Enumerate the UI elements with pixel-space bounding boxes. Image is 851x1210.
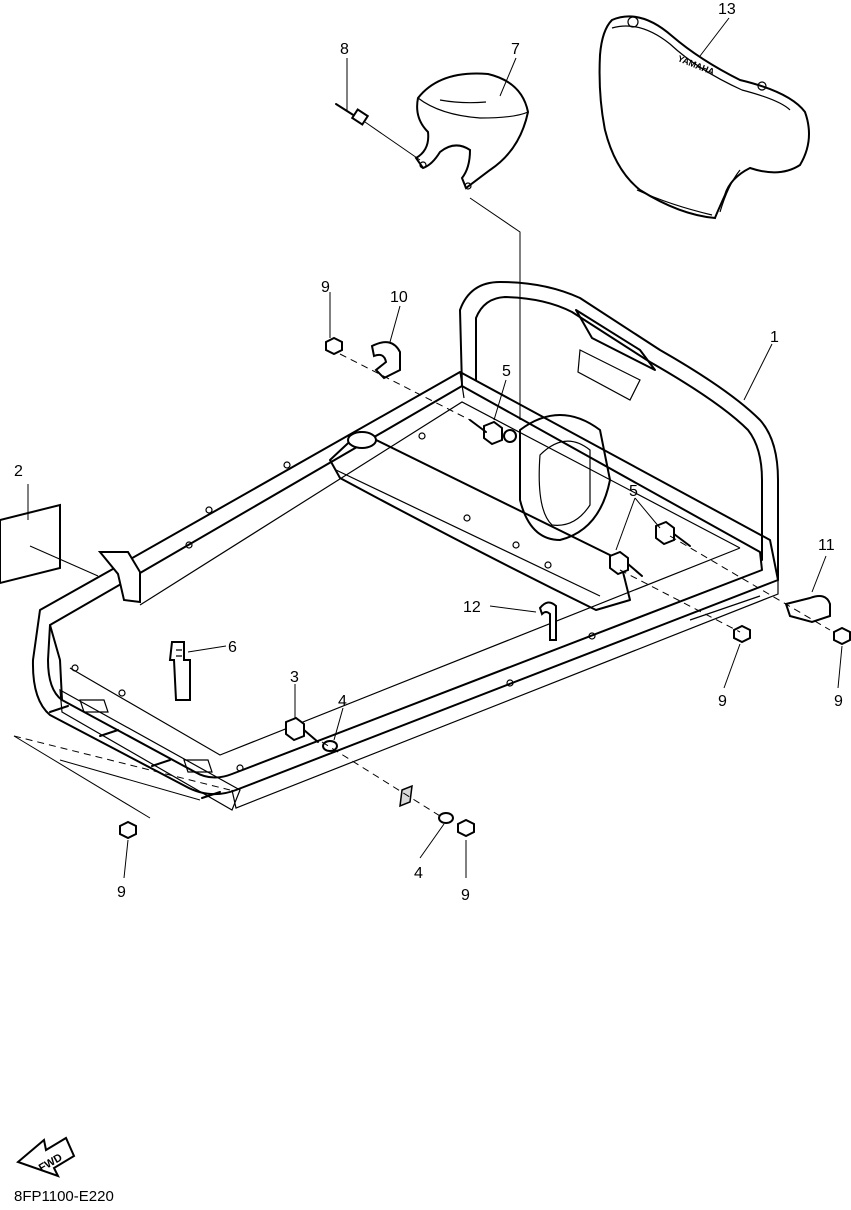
callout-4a: 4: [338, 693, 347, 710]
callout-9c: 9: [834, 693, 843, 710]
nut-part-9c: [833, 626, 851, 646]
seat-cover-part-13: YAMAHA: [598, 15, 810, 220]
nut-part-9d: [119, 820, 137, 840]
fwd-arrow-icon: FWD: [16, 1136, 76, 1178]
washer-part-4b: [438, 812, 454, 824]
bolt-part-5b: [655, 520, 691, 547]
callout-12: 12: [463, 599, 481, 616]
clip-part-6: [168, 641, 191, 701]
nut-part-9e: [457, 818, 475, 838]
nut-part-9b: [733, 624, 751, 644]
callout-8: 8: [340, 41, 349, 58]
clamp-part-12: [538, 601, 557, 641]
callout-9b: 9: [718, 693, 727, 710]
callout-9a: 9: [321, 279, 330, 296]
drawing-code: 8FP1100-E220: [14, 1188, 114, 1205]
callout-5a: 5: [502, 363, 511, 380]
decal-part-2: [0, 503, 99, 585]
callout-9e: 9: [461, 887, 470, 904]
callout-2: 2: [14, 463, 23, 480]
leader-lines: [13, 17, 843, 879]
nut-part-9a: [325, 336, 343, 356]
washer-part-4a: [322, 740, 338, 752]
callout-10: 10: [390, 289, 408, 306]
callout-labels: 1 2 3 4 4 5 5 6 7 8 9 9 9 9 9 10 11 12 1…: [14, 1, 843, 904]
callout-11: 11: [818, 537, 835, 554]
callout-7: 7: [511, 41, 520, 58]
callout-1: 1: [770, 329, 779, 346]
callout-9d: 9: [117, 884, 126, 901]
screw-part-8: [335, 103, 421, 161]
callout-3: 3: [290, 669, 299, 686]
callout-4b: 4: [414, 865, 423, 882]
bolt-part-5c: [609, 550, 643, 577]
front-studs: [49, 705, 221, 799]
main-frame-part-1: [31, 281, 779, 811]
seat-pad-part-7: [414, 72, 530, 190]
bolt-part-5a: [469, 419, 517, 446]
bracket-part-10: [370, 341, 401, 380]
bracket-part-11: [784, 595, 831, 624]
callout-5b: 5: [629, 483, 638, 500]
bolt-part-3: [285, 716, 319, 743]
fasteners: [49, 336, 851, 840]
callout-6: 6: [228, 639, 237, 656]
callout-13: 13: [718, 1, 736, 18]
